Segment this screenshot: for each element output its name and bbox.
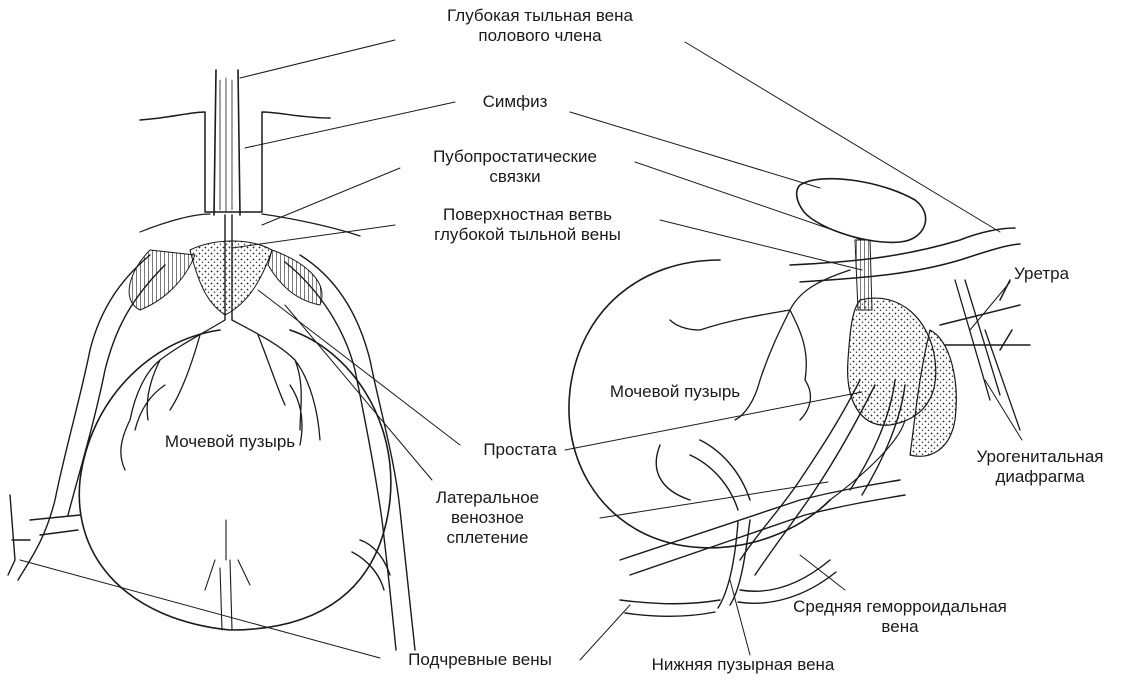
label-line: Урогенитальная	[970, 447, 1110, 467]
label-line: сплетение	[425, 528, 550, 548]
label-line: Латеральное	[425, 488, 550, 508]
leader-lateral-left	[285, 305, 432, 480]
label-line: глубокой тыльной вены	[395, 225, 660, 245]
leader-lateral-right	[600, 482, 828, 518]
left-ligaments	[140, 214, 360, 236]
left-prostate	[190, 241, 272, 315]
label-urethra: Уретра	[1014, 264, 1104, 284]
label-line: полового члена	[420, 26, 660, 46]
label-line: Уретра	[1014, 264, 1104, 284]
label-deep-dorsal-vein: Глубокая тыльная вена полового члена	[420, 6, 660, 46]
label-line: вена	[760, 617, 1040, 637]
leader-middle-rectal	[800, 555, 845, 590]
leader-urethra	[970, 282, 1010, 330]
label-hypogastric-veins: Подчревные вены	[375, 650, 585, 670]
label-superficial-branch: Поверхностная ветвь глубокой тыльной вен…	[395, 205, 660, 245]
label-line: Глубокая тыльная вена	[420, 6, 660, 26]
label-line: связки	[395, 167, 635, 187]
label-bladder-left: Мочевой пузырь	[150, 432, 310, 452]
left-hypogastric-left	[8, 495, 80, 575]
left-dorsal-vein-shading	[220, 78, 232, 212]
leader-dorsal-right	[685, 42, 1000, 232]
left-figure	[8, 70, 415, 650]
label-line: Средняя геморроидальная	[760, 597, 1040, 617]
left-bladder-base	[205, 520, 250, 630]
right-lower-veins	[620, 480, 905, 616]
left-plexus-right	[268, 250, 322, 305]
label-prostate: Простата	[470, 440, 570, 460]
label-line: диафрагма	[970, 467, 1110, 487]
label-line: Подчревные вены	[375, 650, 585, 670]
leader-dorsal-left	[240, 40, 395, 78]
leader-hypogastric-right	[580, 605, 630, 660]
label-puboprostatic: Пубопростатические связки	[395, 147, 635, 187]
label-lateral-plexus: Латеральное венозное сплетение	[425, 488, 550, 548]
label-line: Нижняя пузырная вена	[628, 655, 858, 675]
right-dorsal-vein	[790, 228, 1020, 282]
leader-urogenital	[985, 380, 1022, 440]
label-line: Поверхностная ветвь	[395, 205, 660, 225]
right-diaphragm-lines	[955, 280, 1020, 430]
label-line: венозное	[425, 508, 550, 528]
right-bladder-outline	[569, 260, 830, 548]
label-line: Мочевой пузырь	[150, 432, 310, 452]
label-line: Симфиз	[460, 92, 570, 112]
leader-prostate-left	[258, 290, 460, 445]
label-line: Мочевой пузырь	[595, 382, 755, 402]
left-plexus-left	[129, 250, 195, 310]
label-middle-rectal-vein: Средняя геморроидальная вена	[760, 597, 1040, 637]
left-dorsal-vein	[214, 70, 240, 215]
label-line: Пубопростатические	[395, 147, 635, 167]
leader-pubo-right	[635, 162, 862, 240]
label-bladder-right: Мочевой пузырь	[595, 382, 755, 402]
leader-pubo-left	[262, 168, 400, 225]
leader-symphysis-left	[245, 102, 455, 148]
label-symphysis: Симфиз	[460, 92, 570, 112]
right-urethra	[940, 280, 1030, 350]
right-symphysis	[797, 179, 926, 243]
left-symphysis	[140, 112, 330, 212]
label-urogenital-diaphragm: Урогенитальная диафрагма	[970, 447, 1110, 487]
leader-superficial-left	[232, 225, 395, 248]
label-line: Простата	[470, 440, 570, 460]
label-inferior-vesical-vein: Нижняя пузырная вена	[628, 655, 858, 675]
